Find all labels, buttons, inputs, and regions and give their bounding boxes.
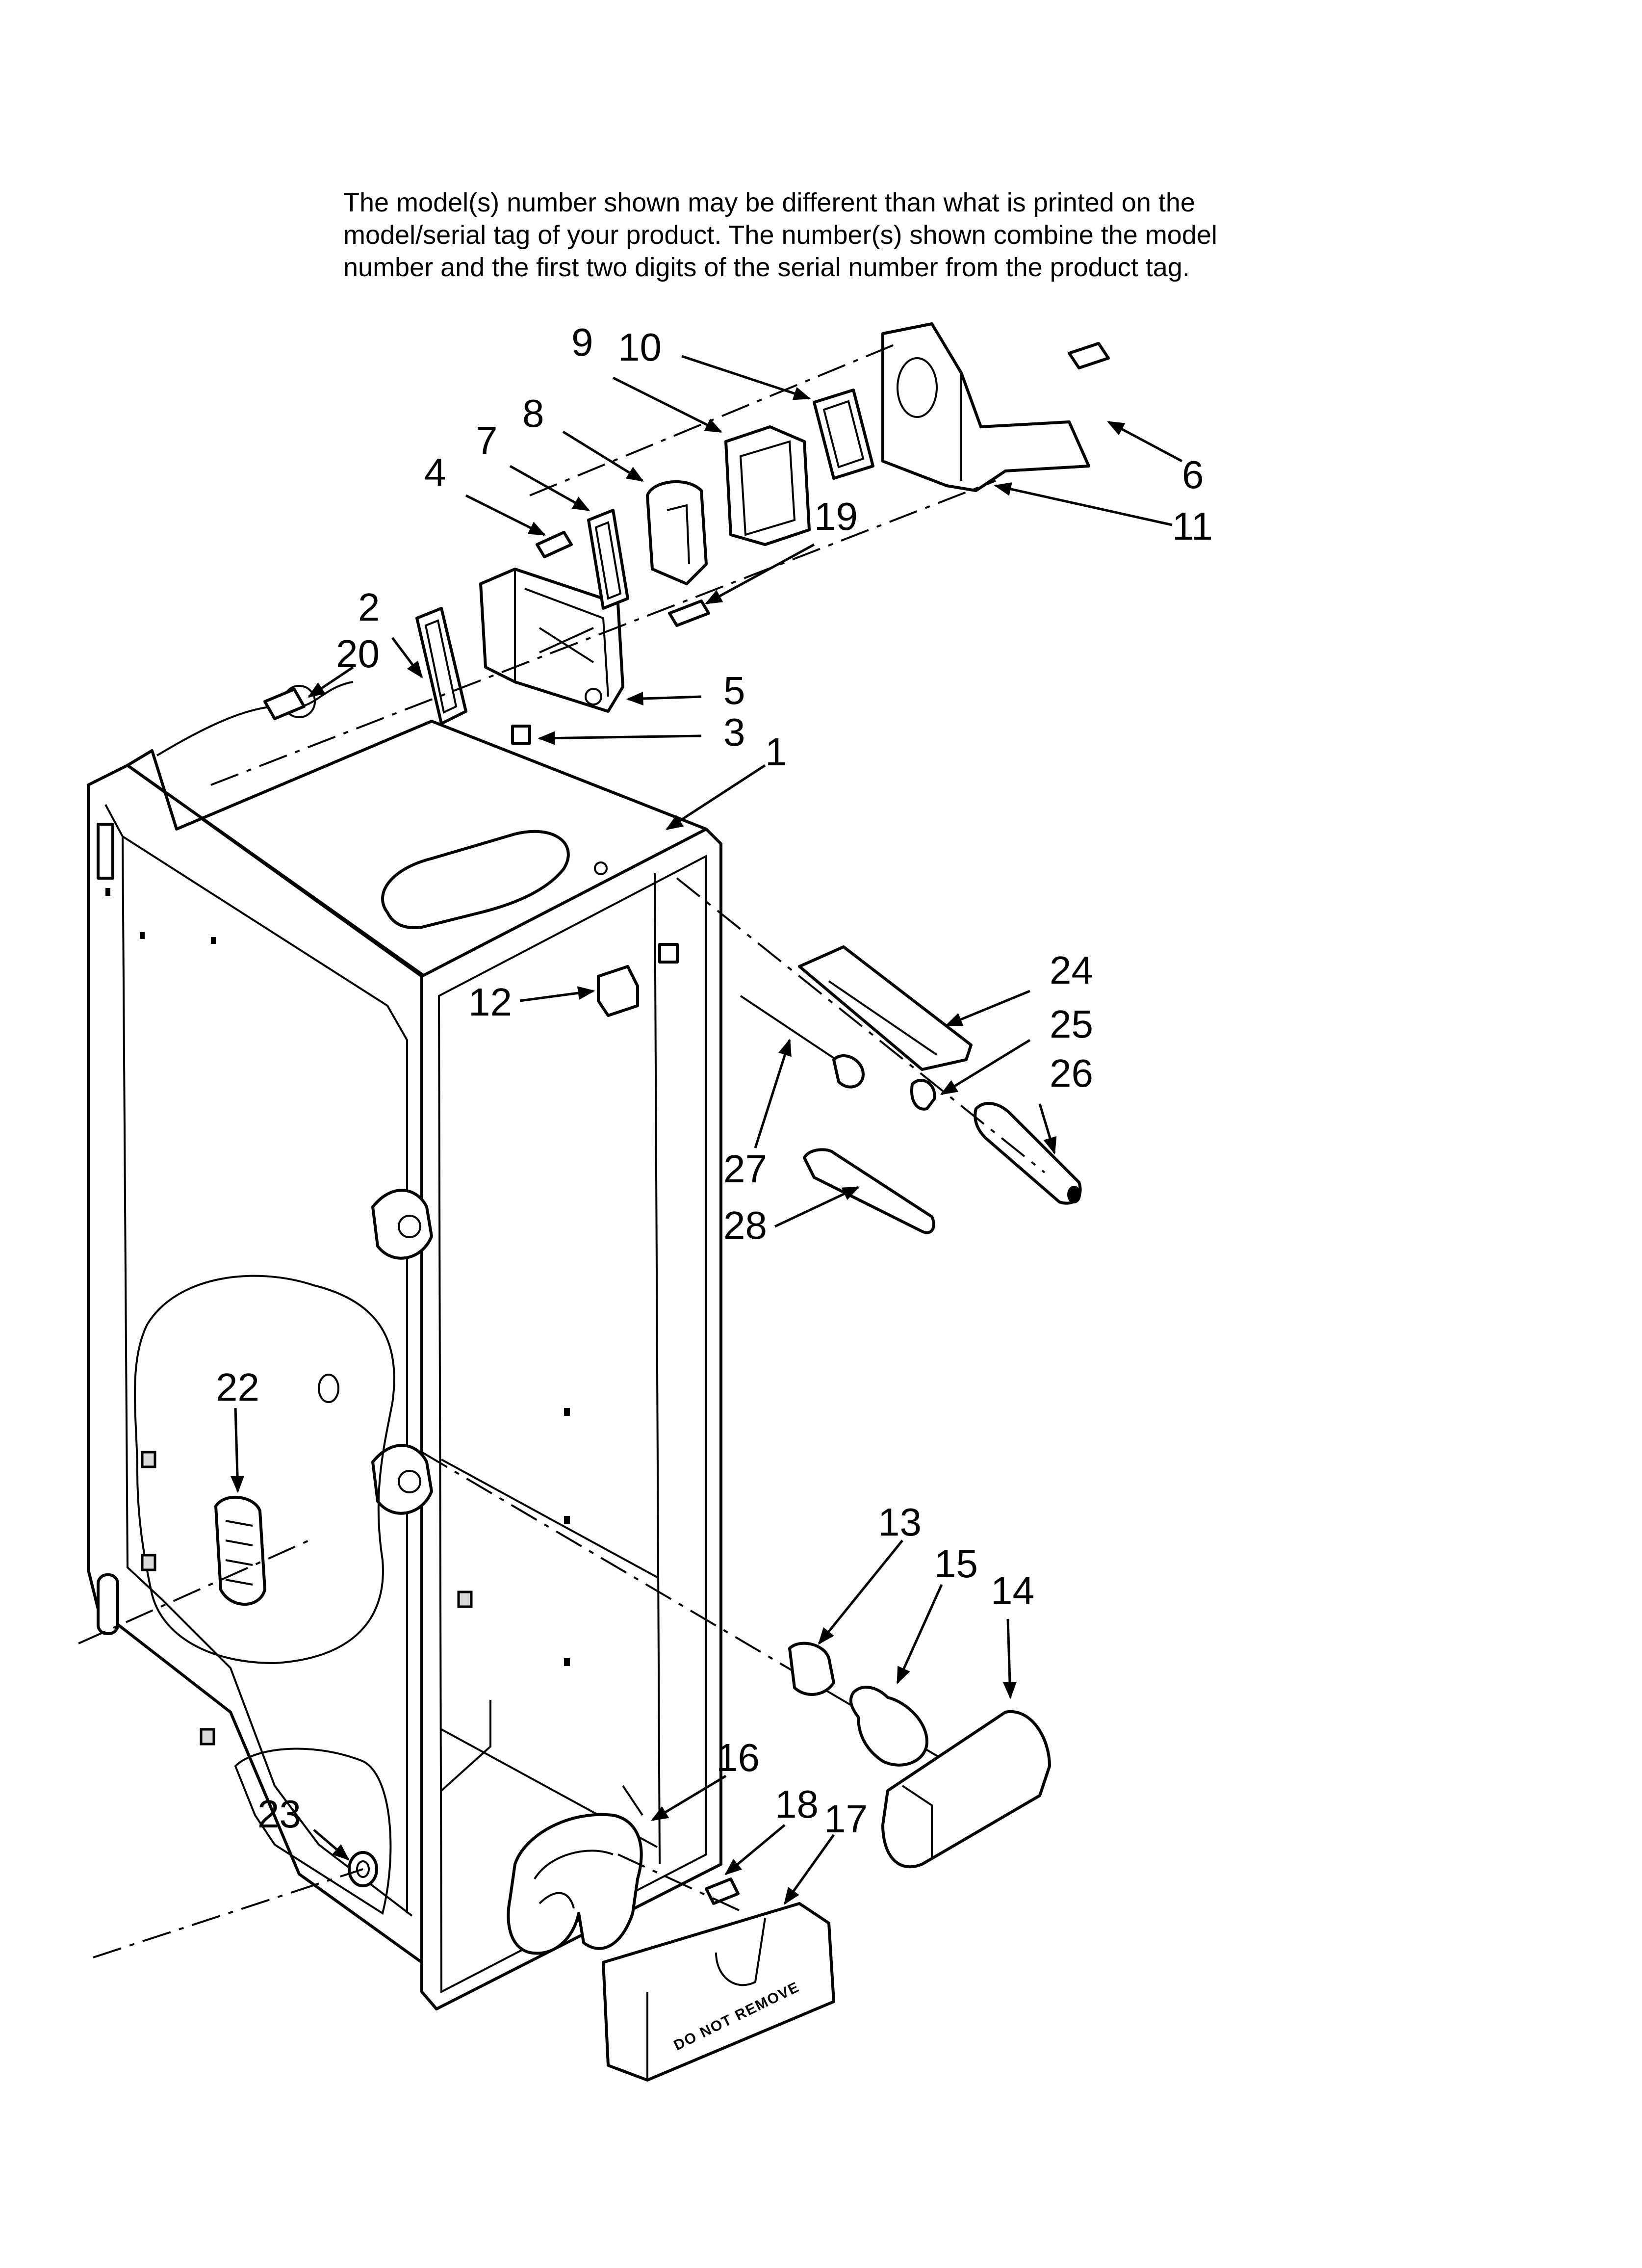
callout-22: 22: [216, 1365, 259, 1409]
part-25-socket: [910, 1079, 936, 1111]
callout-11: 11: [1172, 504, 1213, 548]
part-11-duct: [881, 322, 1090, 492]
top-alignment-line: [210, 480, 996, 786]
callout-24: 24: [1050, 948, 1093, 992]
callout-9: 9: [571, 320, 593, 364]
callout-10: 10: [618, 325, 662, 369]
callout-15: 15: [934, 1542, 978, 1586]
part-24-bracket: [798, 945, 973, 1071]
callout-26: 26: [1050, 1051, 1093, 1095]
part-9-cover: [724, 425, 811, 546]
part-28-cover: [803, 1148, 935, 1234]
cabinet-liner: [87, 681, 722, 2010]
callout-7: 7: [476, 418, 498, 462]
part-27-sensor: [740, 995, 865, 1089]
callout-3: 3: [723, 710, 745, 754]
callout-8: 8: [522, 391, 544, 435]
part-5-housing: [479, 568, 624, 713]
part-12-switch: [597, 943, 679, 1017]
callout-12: 12: [468, 980, 512, 1024]
part-4-screw: [536, 531, 573, 558]
drain-alignment-line: [617, 1853, 746, 1914]
plug-alignment-line: [93, 1868, 363, 1958]
callout-28: 28: [723, 1203, 767, 1247]
callout-18: 18: [775, 1782, 819, 1826]
callout-4: 4: [424, 450, 446, 494]
callout-1: 1: [765, 730, 787, 774]
part-22-heater: [214, 1495, 266, 1606]
note-line-1: The model(s) number shown may be differe…: [343, 188, 1195, 217]
callout-16: 16: [716, 1736, 760, 1779]
part-20-screw: [263, 685, 316, 720]
part-18-screw: [705, 1877, 740, 1905]
callout-2: 2: [358, 585, 380, 629]
part-17-drain-cover: DO NOT REMOVE: [602, 1902, 835, 2082]
part-10-gasket: [813, 389, 874, 480]
heater-alignment-line: [78, 1539, 309, 1644]
part-14-lens: [881, 1710, 1051, 1869]
part-26-tube: [974, 1102, 1082, 1205]
part-13-socket: [788, 1642, 835, 1696]
note-line-3: number and the first two digits of the s…: [343, 253, 1190, 282]
leader-lines: [231, 355, 1183, 1905]
callout-19: 19: [814, 495, 858, 538]
part-6-screw: [1068, 342, 1110, 369]
callout-27: 27: [723, 1147, 767, 1191]
note-line-2: model/serial tag of your product. The nu…: [343, 220, 1217, 250]
part-15-bulb: [849, 1686, 928, 1767]
callout-14: 14: [991, 1569, 1034, 1613]
callout-5: 5: [723, 669, 745, 712]
callout-20: 20: [336, 632, 380, 676]
model-number-note: The model(s) number shown may be differe…: [343, 186, 1471, 284]
callout-labels: 10 9 8 7 4 6 11 19 2 20 5 3 1 12 24 25 2…: [216, 320, 1213, 1841]
part-7-gasket: [587, 509, 629, 610]
callout-25: 25: [1050, 1002, 1093, 1046]
part-16-drain-tube: [507, 1785, 643, 1955]
part-8-damper: [646, 480, 708, 585]
callout-13: 13: [878, 1500, 922, 1544]
callout-17: 17: [824, 1797, 868, 1841]
part-19-screw: [668, 600, 710, 627]
right-alignment-line: [676, 877, 1046, 1173]
callout-6: 6: [1182, 453, 1204, 496]
part-3-clip: [511, 725, 531, 745]
part-2-gasket: [415, 607, 467, 725]
callout-23: 23: [257, 1792, 301, 1836]
